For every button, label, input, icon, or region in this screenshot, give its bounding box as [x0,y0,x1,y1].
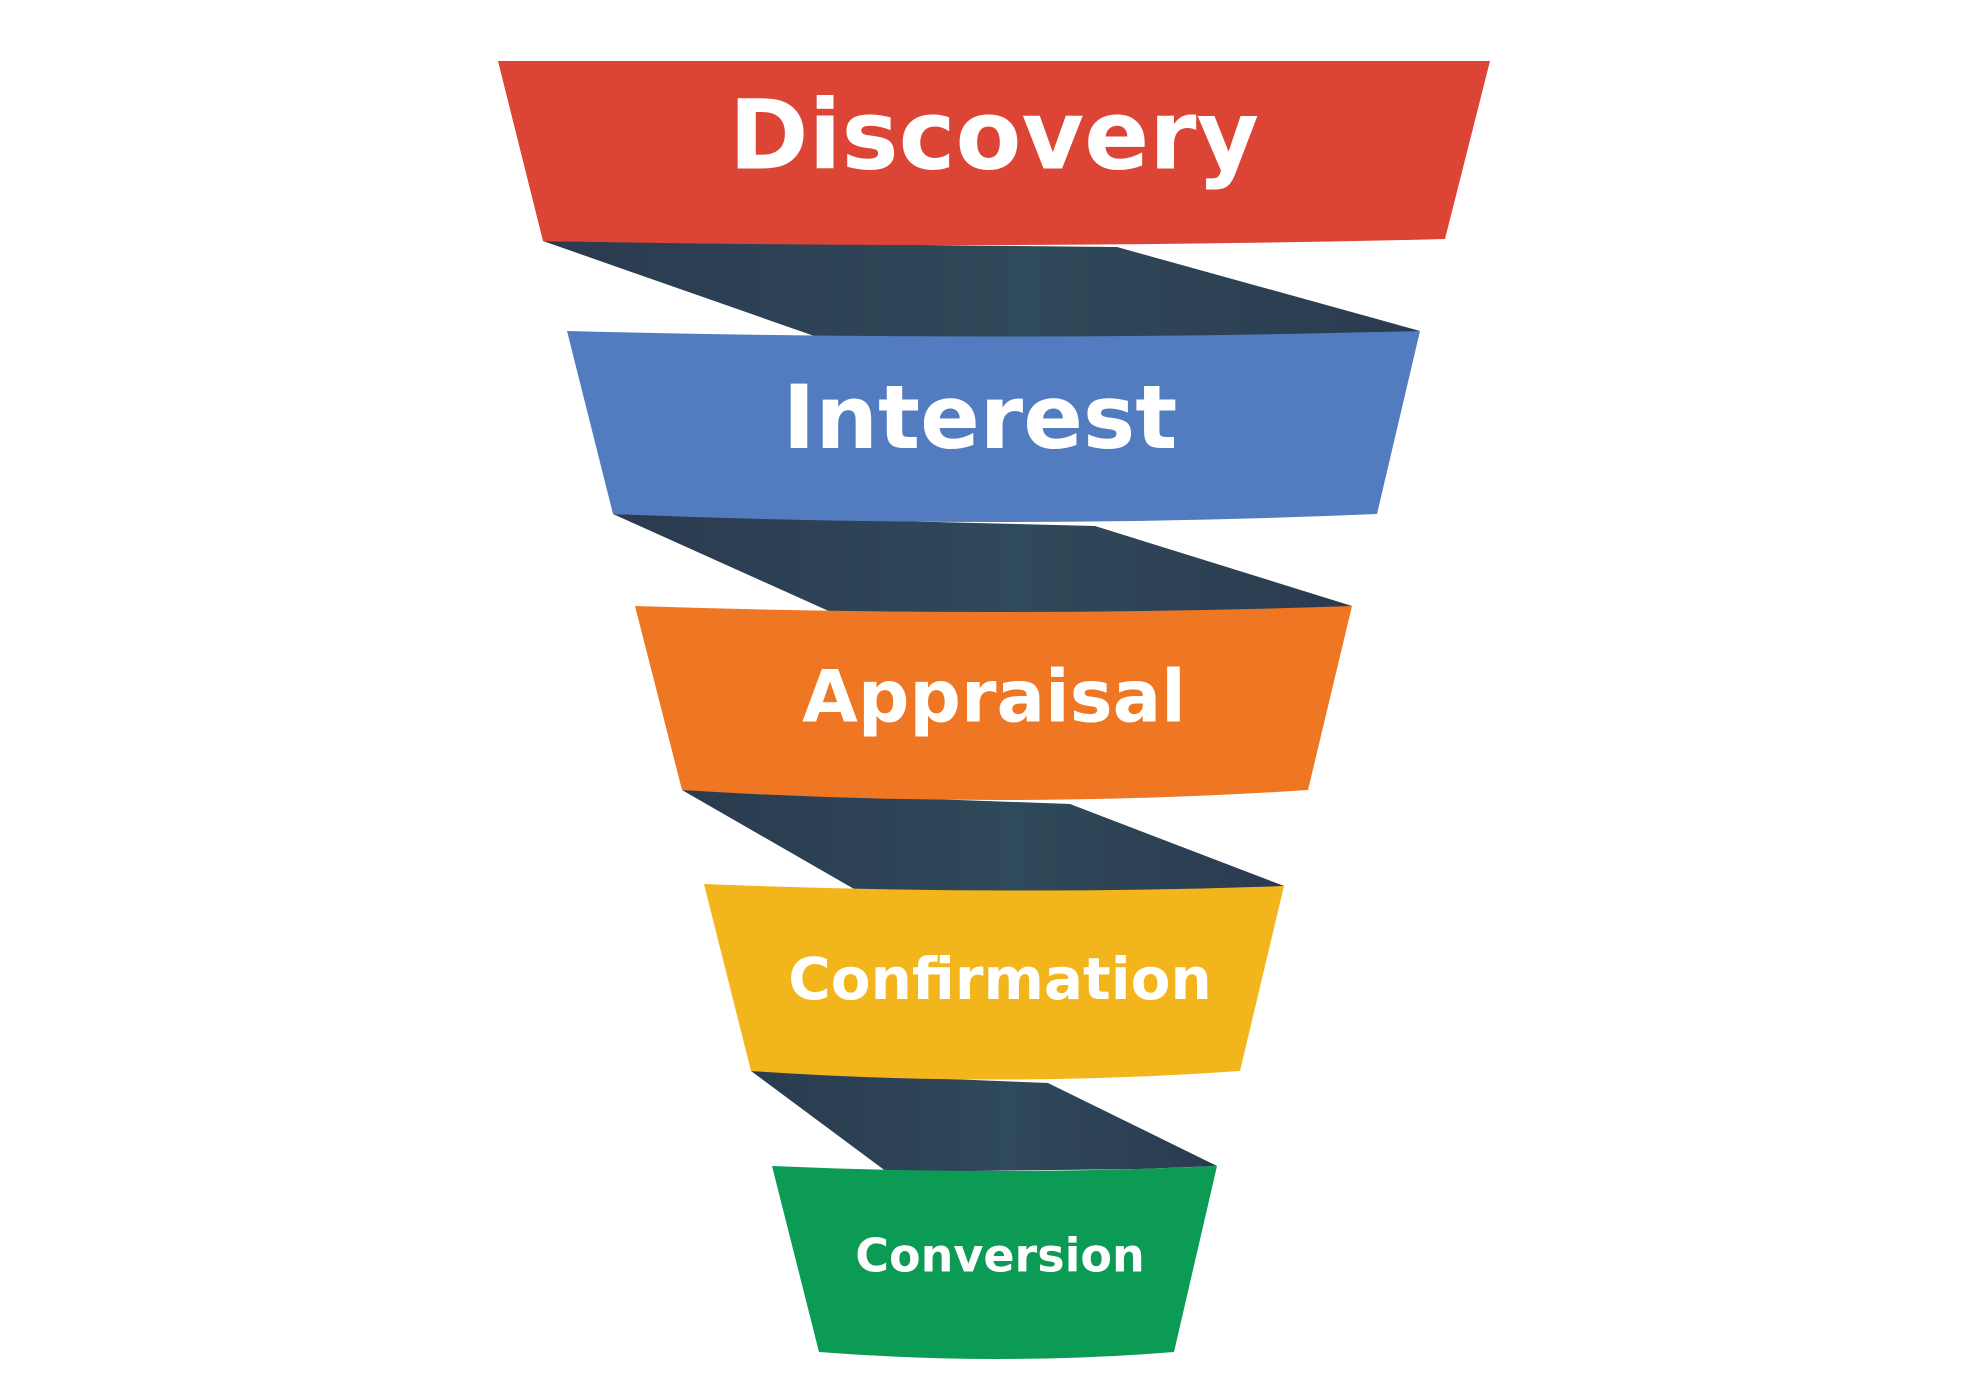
funnel-stage-confirmation: Confirmation [704,884,1284,1080]
stage-label-interest: Interest [783,366,1178,469]
connector-2 [613,514,1352,617]
stage-band [704,884,1284,1080]
stage-label-discovery: Discovery [729,79,1259,191]
connector-3 [682,790,1284,897]
funnel-stage-conversion: Conversion [772,1166,1217,1359]
stage-label-conversion: Conversion [855,1229,1144,1283]
funnel-connectors [543,241,1420,1172]
stage-band [567,331,1420,522]
stage-band [498,61,1490,246]
stage-label-appraisal: Appraisal [802,655,1186,739]
funnel-stage-interest: Interest [567,331,1420,522]
connector-4 [751,1071,1217,1172]
funnel-stage-discovery: Discovery [498,61,1490,246]
connector-1 [543,241,1420,339]
funnel-stage-appraisal: Appraisal [635,606,1352,800]
stage-band [635,606,1352,800]
stage-label-confirmation: Confirmation [788,945,1212,1013]
stage-band [772,1166,1217,1359]
funnel-bands: Discovery Interest Appraisal Confirmatio… [498,61,1490,1359]
